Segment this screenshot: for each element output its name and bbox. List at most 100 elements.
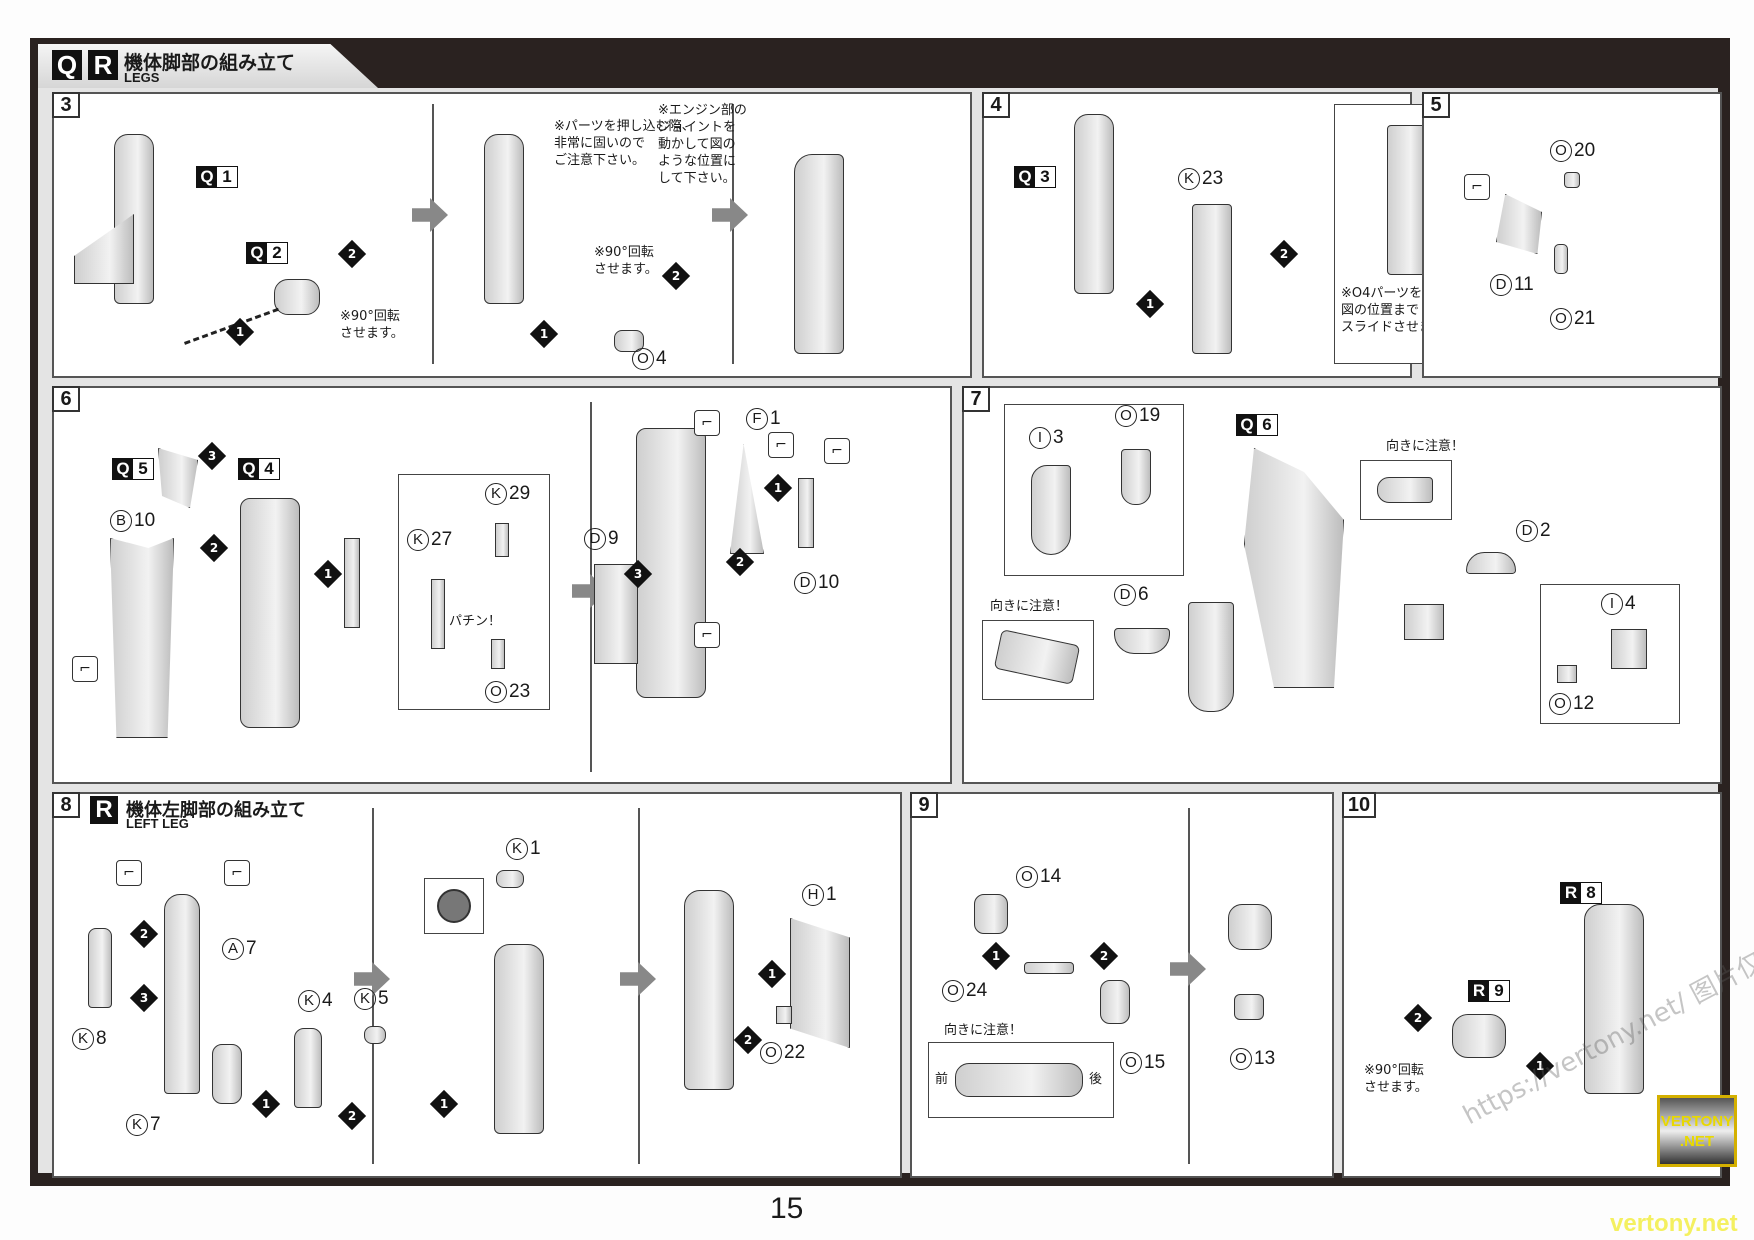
step-number: 8 — [52, 792, 80, 818]
part-o23-illustration — [491, 639, 505, 669]
step-number: 7 — [962, 386, 990, 412]
cut-gate-icon: ⌐ — [694, 410, 720, 436]
order-badge: 1 — [313, 559, 343, 589]
orientation-callout — [982, 620, 1094, 700]
order-badge: 2 — [1403, 1003, 1433, 1033]
step-number: 3 — [52, 92, 80, 118]
part-o24-orientation-illustration — [955, 1063, 1083, 1097]
order-badge: 1 — [529, 319, 559, 349]
order-badge: 2 — [337, 239, 367, 269]
part-k5-illustration — [364, 1026, 386, 1044]
cut-gate-icon: ⌐ — [694, 622, 720, 648]
part-k4-illustration — [294, 1028, 322, 1108]
order-badge: 2 — [733, 1025, 763, 1055]
orientation-detail-illustration — [993, 629, 1081, 685]
leg-part-illustration — [484, 134, 524, 304]
rotate-note: ※90°回転 させます。 — [340, 309, 404, 341]
part-k8-illustration — [88, 928, 112, 1008]
wing-part-illustration — [74, 214, 134, 284]
part-k29-illustration — [495, 523, 509, 557]
leg-assembly-illustration — [1584, 904, 1644, 1094]
part-k27-small-illustration — [344, 538, 360, 628]
cut-gate-icon: ⌐ — [224, 860, 250, 886]
part-o12-illustration — [1557, 665, 1577, 683]
order-badge: 3 — [129, 983, 159, 1013]
part-o20-illustration — [1564, 172, 1580, 188]
part-d10-illustration — [798, 478, 814, 548]
divider — [1188, 808, 1190, 1164]
slide-detail-illustration — [1387, 125, 1427, 275]
order-badge: 2 — [129, 919, 159, 949]
divider — [732, 104, 734, 364]
step-number: 9 — [910, 792, 938, 818]
subsection-title-jp: 機体左脚部の組み立て — [126, 800, 306, 821]
leg-assembly-illustration — [494, 944, 544, 1134]
next-arrow-icon — [1170, 952, 1206, 986]
order-badge: 2 — [337, 1101, 367, 1131]
order-badge: 2 — [661, 261, 691, 291]
snap-note: パチン！ — [449, 614, 502, 629]
orientation-note: 向きに注意！ — [990, 599, 1069, 614]
order-badge: 1 — [763, 473, 793, 503]
cut-gate-icon: ⌐ — [72, 656, 98, 682]
part-o4-illustration — [614, 330, 644, 352]
order-badge: 2 — [199, 533, 229, 563]
watermark-badge: VERTONY .NET — [1657, 1095, 1737, 1167]
orientation-callout: 前 後 — [928, 1042, 1114, 1118]
order-badge: 1 — [757, 959, 787, 989]
back-label: 後 — [1089, 1072, 1103, 1087]
next-arrow-icon — [620, 962, 656, 996]
step-number: 10 — [1342, 792, 1376, 818]
part-o21-illustration — [1554, 244, 1568, 274]
orientation-detail-illustration — [1377, 477, 1433, 503]
section-letter-r: R — [88, 50, 118, 80]
part-k23-illustration — [1192, 204, 1232, 354]
rotate-note: ※90°回転 させます。 — [594, 245, 658, 277]
part-a7-illustration — [164, 894, 200, 1094]
part-o14-illustration — [974, 894, 1008, 934]
section-header: Q R 機体脚部の組み立て LEGS — [38, 44, 458, 88]
engine-joint-note: ※エンジン部の ジョイントを 動かして図の ような位置に して下さい。 — [658, 103, 747, 186]
part-i3-assembled-illustration — [1188, 602, 1234, 712]
part-r9-illustration — [1452, 1014, 1506, 1058]
front-label: 前 — [935, 1072, 949, 1087]
part-i3-illustration — [1031, 465, 1071, 555]
order-badge: 1 — [251, 1089, 281, 1119]
step-number: 6 — [52, 386, 80, 412]
part-d2-illustration — [1466, 552, 1516, 574]
divider — [432, 104, 434, 364]
part-f1-illustration — [730, 444, 764, 554]
detail-callout — [424, 878, 484, 934]
step-number: 4 — [982, 92, 1010, 118]
subsection-letter-r: R — [90, 796, 118, 824]
leg-assembly-illustration — [684, 890, 734, 1090]
order-badge: 2 — [1089, 941, 1119, 971]
part-o24-illustration — [1024, 962, 1074, 974]
orientation-note: 向きに注意！ — [944, 1023, 1023, 1038]
